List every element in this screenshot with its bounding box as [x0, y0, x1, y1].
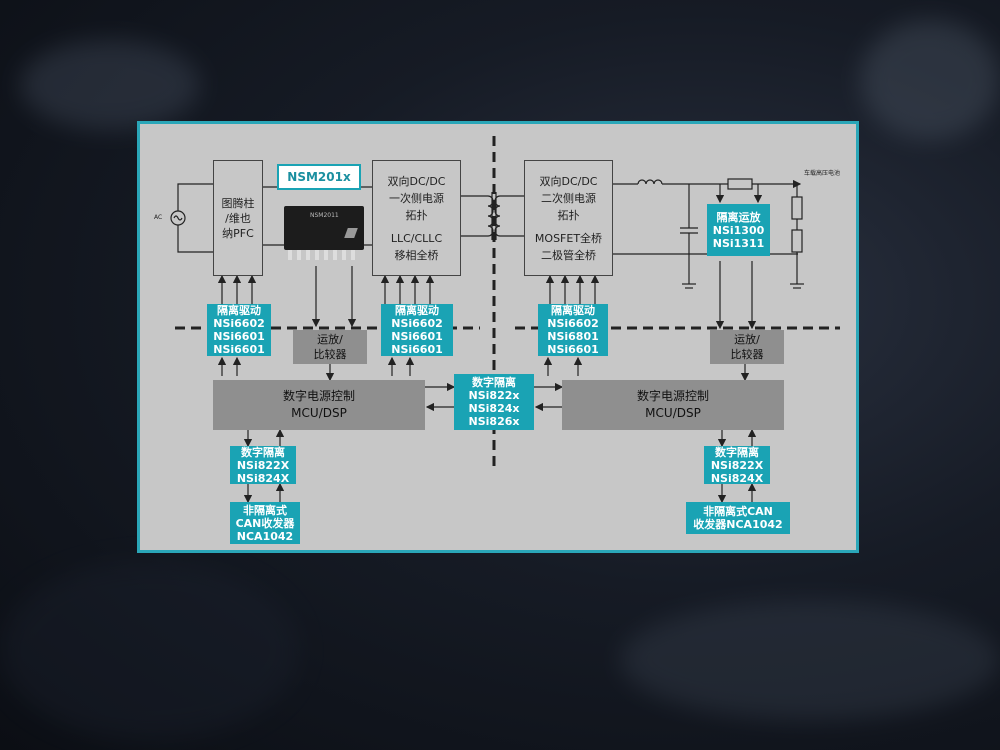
digital-iso-right-box: 数字隔离 NSi822X NSi824X — [704, 445, 770, 485]
dcdc-primary-line: 一次侧电源 — [389, 191, 444, 205]
mcu-left-line: MCU/DSP — [291, 406, 347, 420]
pfc-line: 图腾柱 — [221, 196, 255, 210]
digital-iso-right-line: NSi822X — [710, 458, 764, 472]
can-left-line: 非隔离式 — [243, 503, 287, 517]
diagram-panel: AC 车载高压电池 图腾柱 /维也 纳PFC NSM201x NSM2011 双… — [137, 121, 859, 553]
nsm201x-tag: NSM201x — [277, 164, 361, 190]
driver-box-3: 隔离驱动 NSi6602 NSi6801 NSi6601 — [538, 304, 608, 356]
opamp-left-box: 运放/ 比较器 — [293, 330, 367, 364]
dcdc-secondary-box: 双向DC/DC 二次侧电源 拓扑 MOSFET全桥 二极管全桥 — [524, 160, 613, 276]
opamp-right-line: 运放/ — [734, 333, 760, 346]
hv-battery-label: 车载高压电池 — [804, 170, 841, 177]
ac-label: AC — [154, 214, 163, 221]
driver-line: 隔离驱动 — [217, 304, 261, 317]
driver-line: NSi6601 — [391, 330, 443, 343]
dcdc-secondary-line: 二次侧电源 — [541, 191, 596, 205]
digital-iso-center-line: NSi826x — [468, 415, 520, 428]
digital-iso-left-box: 数字隔离 NSi822X NSi824X — [230, 445, 296, 485]
digital-iso-center-box: 数字隔离 NSi822x NSi824x NSi826x — [454, 374, 534, 430]
pfc-line: /维也 — [225, 211, 251, 225]
digital-iso-left-line: NSi822X — [236, 458, 290, 472]
driver-line: NSi6601 — [391, 343, 443, 356]
dcdc-primary-line: 双向DC/DC — [387, 174, 446, 188]
dcdc-secondary-line: MOSFET全桥 — [534, 231, 603, 245]
dcdc-secondary-line: 拓扑 — [557, 208, 580, 222]
pfc-box: 图腾柱 /维也 纳PFC — [213, 160, 263, 276]
background-light — [620, 600, 1000, 720]
iso-opamp-line: NSi1311 — [712, 236, 765, 250]
can-left-line: NCA1042 — [236, 529, 294, 543]
mcu-right-line: MCU/DSP — [645, 406, 701, 420]
digital-iso-center-line: 数字隔离 — [472, 376, 516, 389]
opamp-right-line: 比较器 — [730, 348, 764, 361]
digital-iso-left-line: 数字隔离 — [241, 445, 285, 459]
driver-line: NSi6602 — [213, 317, 265, 330]
dcdc-primary-line: 拓扑 — [405, 208, 428, 222]
driver-line: NSi6801 — [547, 330, 599, 343]
digital-iso-right-line: 数字隔离 — [715, 445, 759, 459]
dcdc-primary-line: LLC/CLLC — [390, 231, 443, 245]
mcu-left-line: 数字电源控制 — [282, 389, 355, 403]
can-right-line: 非隔离式CAN — [703, 505, 773, 518]
can-right-line: 收发器NCA1042 — [693, 518, 783, 531]
can-left-box: 非隔离式 CAN收发器 NCA1042 — [230, 502, 300, 544]
opamp-right-box: 运放/ 比较器 — [710, 330, 784, 364]
opamp-left-line: 比较器 — [313, 348, 347, 361]
driver-line: NSi6602 — [391, 317, 443, 330]
mcu-right-line: 数字电源控制 — [636, 389, 709, 403]
driver-line: NSi6602 — [547, 317, 599, 330]
digital-iso-right-line: NSi824X — [710, 471, 764, 485]
driver-box-2: 隔离驱动 NSi6602 NSi6601 NSi6601 — [381, 304, 453, 356]
driver-line: NSi6601 — [213, 343, 265, 356]
background-light — [0, 560, 300, 740]
dcdc-secondary-line: 二极管全桥 — [541, 248, 596, 262]
can-left-line: CAN收发器 — [235, 516, 295, 530]
mcu-left-box: 数字电源控制 MCU/DSP — [213, 380, 425, 430]
pfc-line: 纳PFC — [222, 226, 254, 240]
can-right-box: 非隔离式CAN 收发器NCA1042 — [686, 502, 790, 534]
driver-line: 隔离驱动 — [551, 304, 595, 317]
iso-opamp-box: 隔离运放 NSi1300 NSi1311 — [707, 204, 770, 256]
mcu-right-box: 数字电源控制 MCU/DSP — [562, 380, 784, 430]
dcdc-secondary-line: 双向DC/DC — [539, 174, 598, 188]
dcdc-primary-box: 双向DC/DC 一次侧电源 拓扑 LLC/CLLC 移相全桥 — [372, 160, 461, 276]
chip-pins — [288, 250, 360, 260]
iso-opamp-line: NSi1300 — [712, 223, 765, 237]
dcdc-primary-line: 移相全桥 — [394, 248, 439, 262]
background-light — [860, 20, 1000, 140]
background-light — [20, 40, 200, 130]
digital-iso-center-line: NSi824x — [468, 402, 520, 415]
opamp-left-line: 运放/ — [317, 333, 343, 346]
driver-line: NSi6601 — [213, 330, 265, 343]
digital-iso-left-line: NSi824X — [236, 471, 290, 485]
iso-opamp-line: 隔离运放 — [716, 210, 761, 224]
chip-label: NSM2011 — [310, 212, 339, 219]
chip-image: NSM2011 — [280, 202, 370, 266]
driver-line: NSi6601 — [547, 343, 599, 356]
driver-box-1: 隔离驱动 NSi6602 NSi6601 NSi6601 — [207, 304, 271, 356]
digital-iso-center-line: NSi822x — [468, 389, 520, 402]
driver-line: 隔离驱动 — [395, 304, 439, 317]
